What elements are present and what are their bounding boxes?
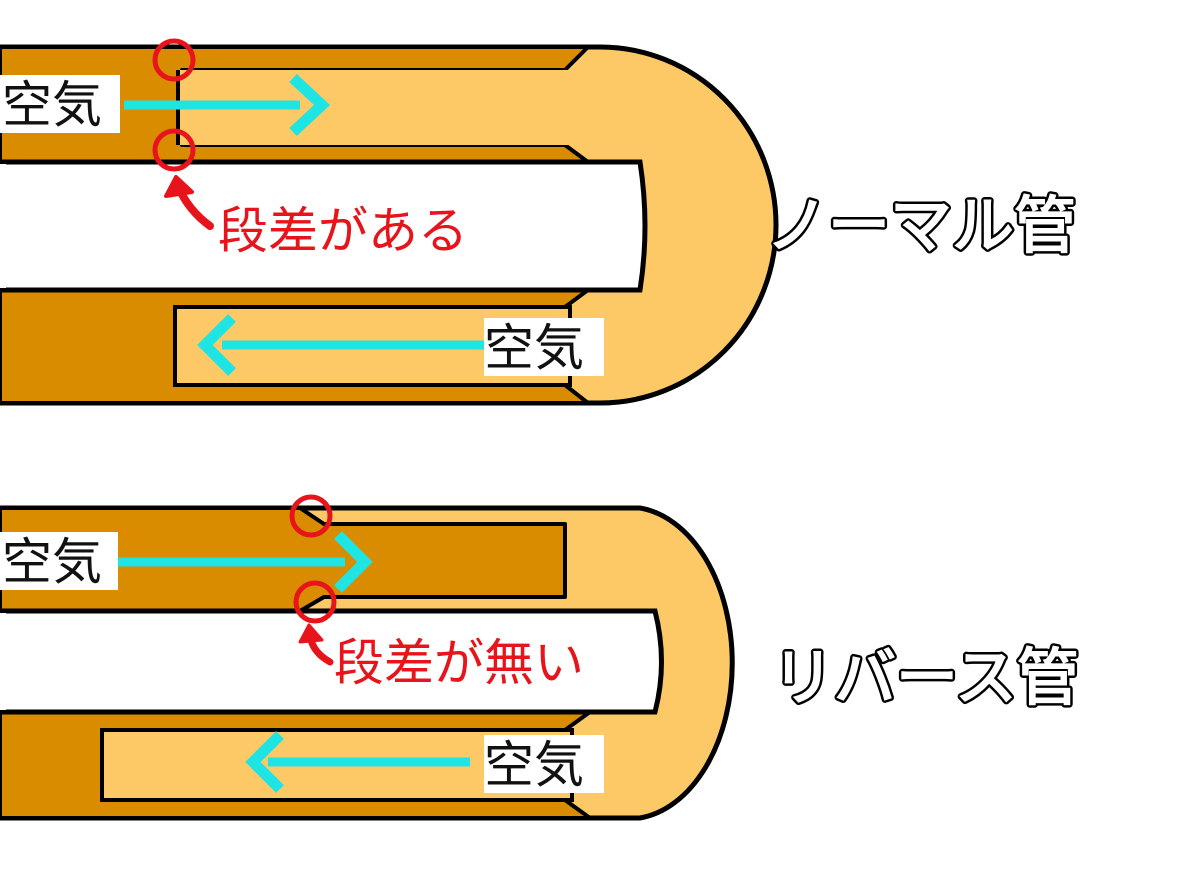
reverse-air-label-top: 空気 bbox=[2, 533, 102, 591]
left-arrow-icon bbox=[245, 731, 470, 793]
normal-hollow-core bbox=[0, 159, 648, 293]
circle-marker-icon bbox=[289, 494, 333, 538]
circle-marker-icon bbox=[293, 580, 337, 624]
reverse-tube-title: リバース管 bbox=[772, 641, 1079, 714]
circle-marker-icon bbox=[152, 38, 196, 82]
left-arrow-icon bbox=[197, 314, 490, 376]
curved-arrow-icon bbox=[298, 623, 334, 666]
curved-arrow-icon bbox=[164, 175, 214, 230]
right-arrow-icon bbox=[124, 73, 331, 137]
circle-marker-icon bbox=[152, 128, 196, 172]
normal-air-label-bottom: 空気 bbox=[484, 319, 584, 377]
reverse-step-note: 段差が無い bbox=[334, 634, 584, 692]
normal-step-note: 段差がある bbox=[218, 202, 468, 260]
reverse-air-label-bottom: 空気 bbox=[484, 736, 584, 794]
normal-tube-diagram: 空気 空気 段差がある ノーマル管 bbox=[0, 38, 1079, 406]
right-arrow-icon bbox=[118, 531, 373, 593]
normal-air-label-top: 空気 bbox=[2, 76, 102, 134]
reverse-tube-diagram: 空気 空気 段差が無い リバース管 bbox=[0, 494, 1081, 821]
normal-tube-title: ノーマル管 bbox=[766, 189, 1076, 262]
